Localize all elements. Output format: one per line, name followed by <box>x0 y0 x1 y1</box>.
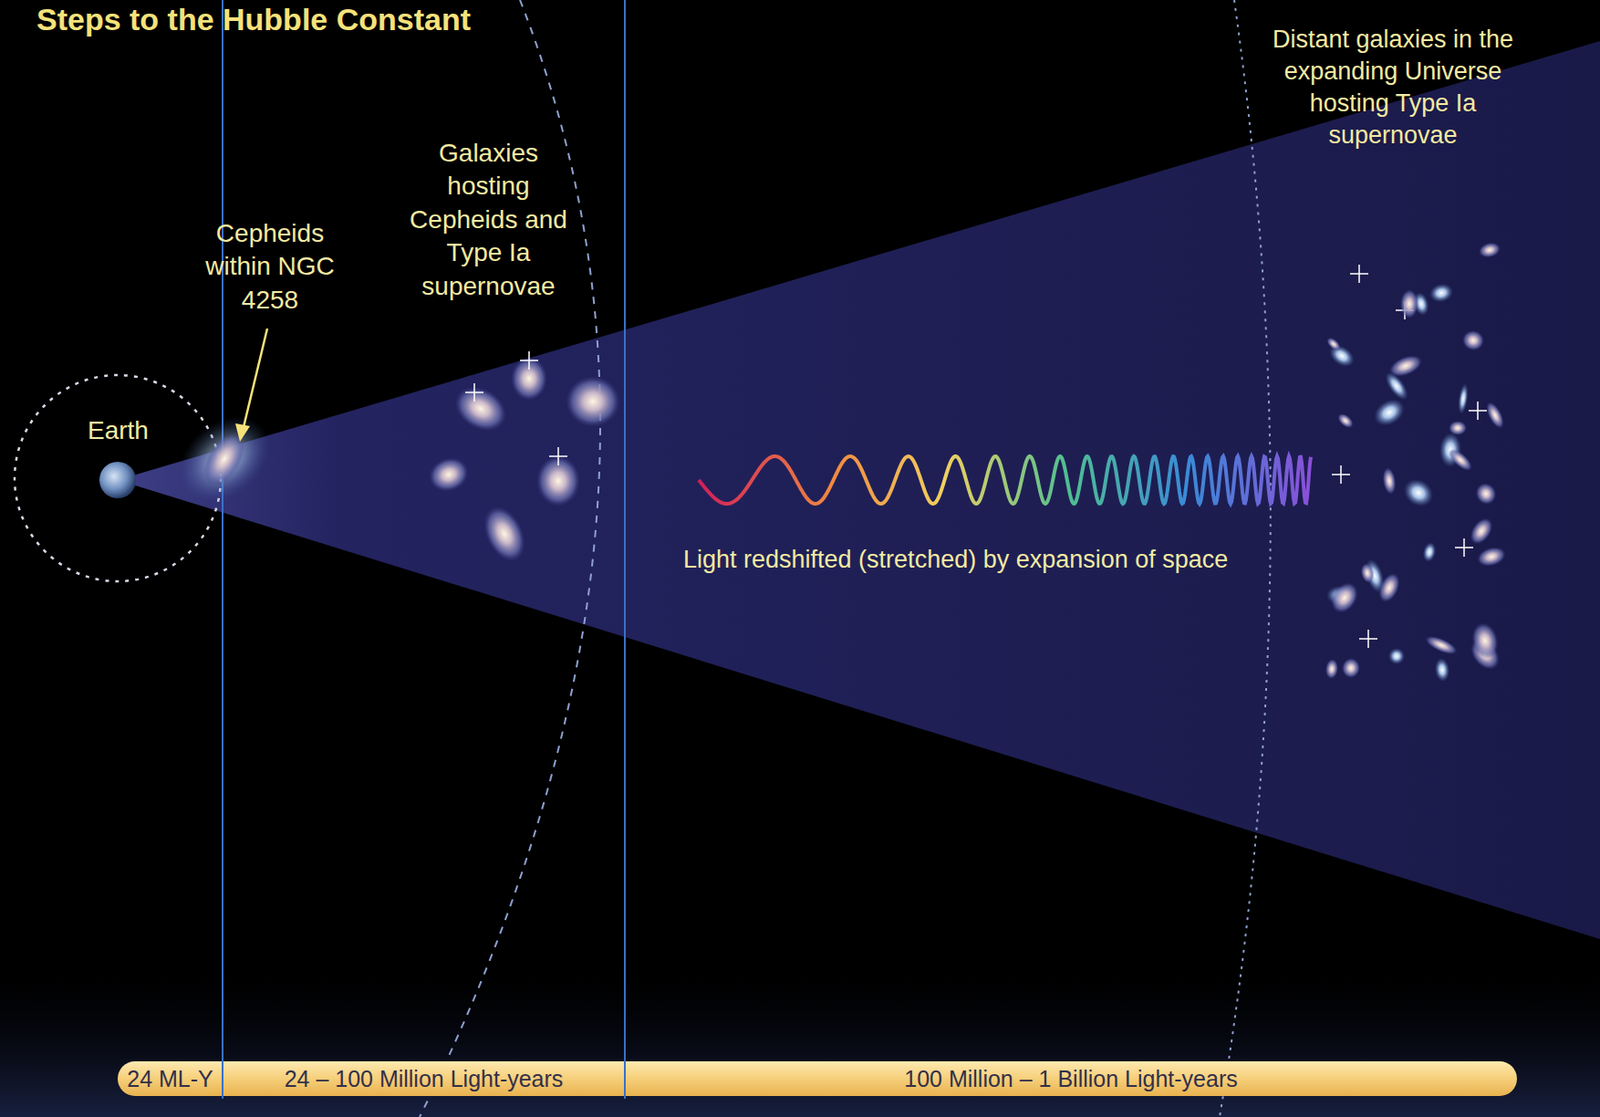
band-text: 24 – 100 Million Light-years <box>284 1065 564 1092</box>
band-text: 24 ML-Y <box>126 1065 213 1092</box>
distance-band: 24 ML-Y <box>117 1060 223 1096</box>
group-label: Distant galaxies in the expanding Univer… <box>1242 23 1544 152</box>
diagram-title: Steps to the Hubble Constant <box>36 1 471 38</box>
distance-band: 100 Million – 1 Billion Light-years <box>624 1060 1517 1096</box>
wave-caption: Light redshifted (stretched) by expansio… <box>683 543 1228 576</box>
callout-label: Cepheids within NGC 4258 <box>201 217 339 317</box>
body-label: Earth <box>87 414 149 447</box>
distance-band: 24 – 100 Million Light-years <box>222 1060 625 1096</box>
band-text: 100 Million – 1 Billion Light-years <box>903 1065 1237 1092</box>
group-label: Galaxies hosting Cepheids and Type Ia su… <box>408 136 569 303</box>
